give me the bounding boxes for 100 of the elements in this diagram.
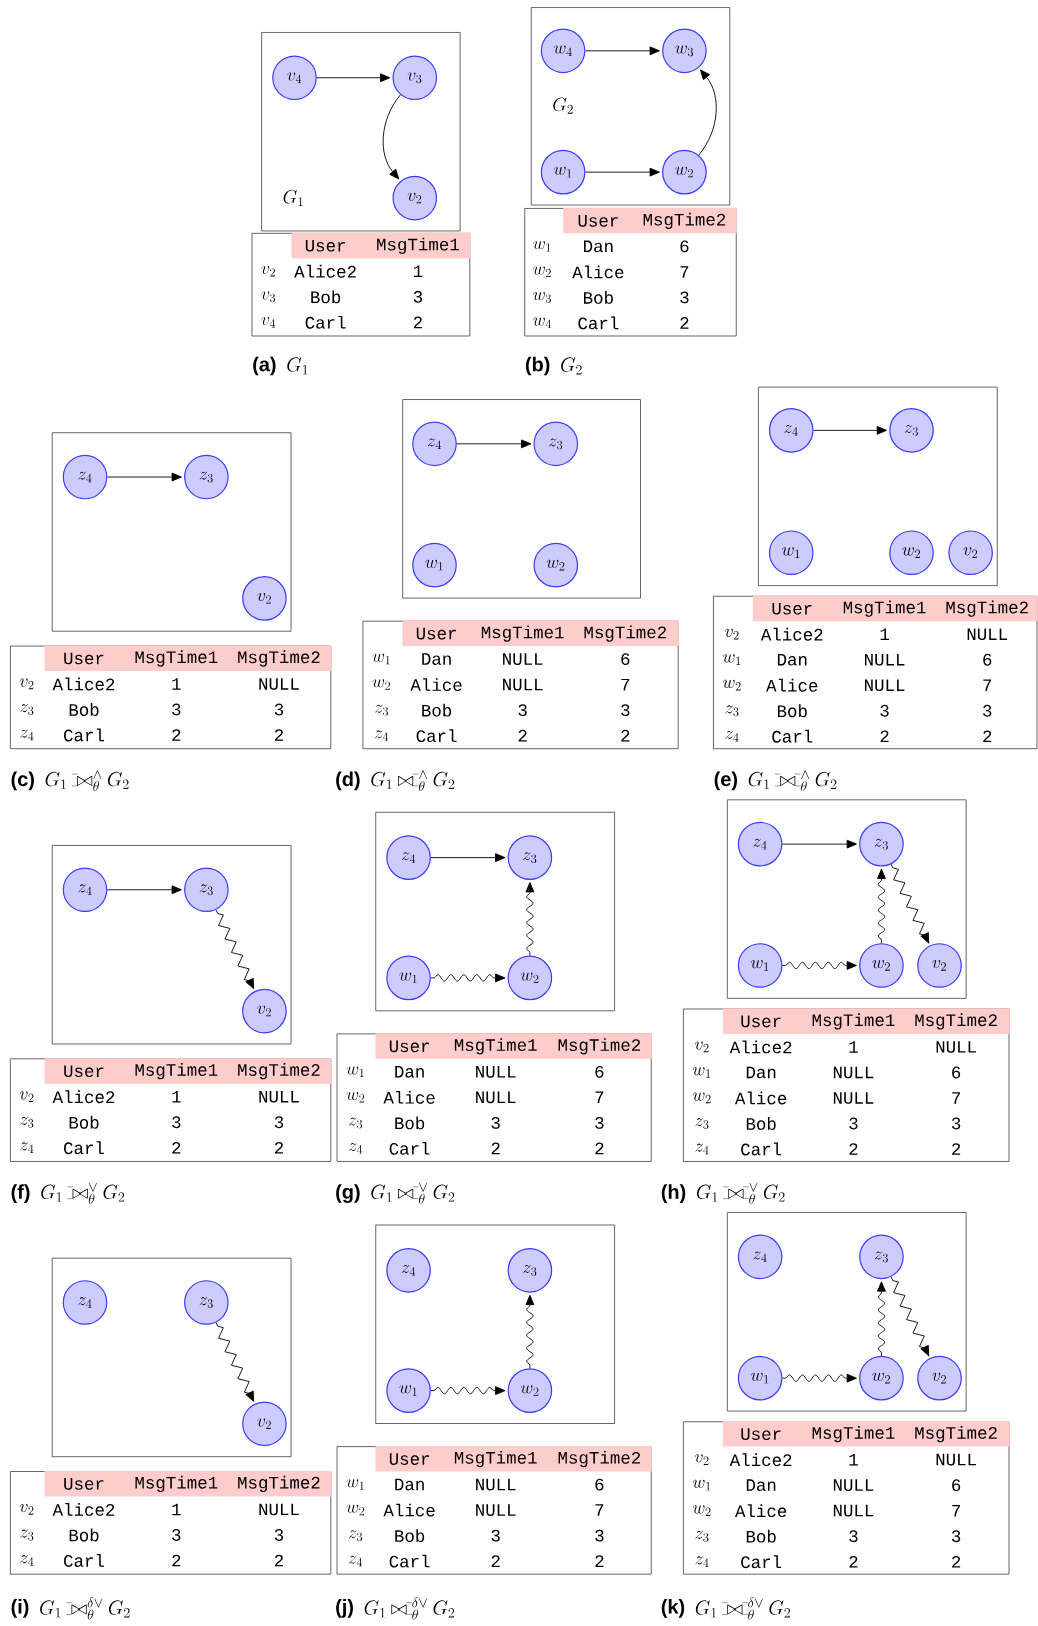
table-cell: 6 bbox=[595, 1065, 604, 1078]
table-cell: NULL bbox=[476, 1066, 516, 1078]
table-cell: NULL bbox=[936, 1041, 976, 1053]
wavy-arrow bbox=[525, 882, 535, 957]
row-label: $w_3$ bbox=[533, 292, 551, 303]
table-cell: 3 bbox=[274, 1116, 284, 1129]
table-cell: 2 bbox=[983, 730, 992, 743]
row-label: $w_4$ bbox=[533, 317, 552, 329]
table-cell: 2 bbox=[880, 730, 889, 743]
table-cell: Carl bbox=[772, 729, 813, 743]
row-label: $v_2$ bbox=[19, 1504, 34, 1515]
table-cell: Carl bbox=[741, 1555, 782, 1569]
table-cell: 7 bbox=[983, 679, 992, 691]
arrow bbox=[106, 885, 182, 895]
table-cell: Alice2 bbox=[294, 264, 356, 278]
table-cell: 7 bbox=[680, 266, 689, 278]
row-label: $z_4$ bbox=[20, 1555, 34, 1566]
table-cell: Alice bbox=[383, 1503, 435, 1517]
table-cell: Dan bbox=[395, 1478, 424, 1491]
row-label: $w_2$ bbox=[346, 1091, 365, 1103]
zigzag-arrow bbox=[215, 1322, 255, 1402]
table-cell: Bob bbox=[69, 703, 99, 716]
table-cell: 2 bbox=[680, 317, 689, 329]
table-header: User MsgTime1 MsgTime2 bbox=[375, 1033, 652, 1059]
table-cell: Alice bbox=[735, 1091, 787, 1105]
table-cell: NULL bbox=[833, 1479, 874, 1492]
table-cell: 7 bbox=[952, 1504, 960, 1517]
table-cell: Alice2 bbox=[52, 1090, 115, 1104]
table-cell: 3 bbox=[413, 290, 423, 303]
arrow bbox=[382, 94, 401, 180]
row-label: $v_3$ bbox=[261, 291, 276, 303]
table-cell: 3 bbox=[172, 1529, 181, 1541]
table-cell: 6 bbox=[595, 1478, 604, 1491]
row-label: $w_1$ bbox=[723, 654, 741, 665]
table-cell: 7 bbox=[595, 1504, 604, 1516]
table-header: User MsgTime1 MsgTime2 bbox=[722, 1008, 1010, 1034]
table-cell: Bob bbox=[746, 1117, 776, 1130]
table-cell: Alice bbox=[735, 1504, 787, 1518]
table-cell: Carl bbox=[389, 1554, 430, 1568]
table-cell: 6 bbox=[952, 1479, 961, 1492]
arrow bbox=[584, 167, 660, 177]
table-header: User MsgTime1 MsgTime2 bbox=[44, 1470, 332, 1497]
table-cell: Alice bbox=[410, 678, 462, 692]
table-cell: 3 bbox=[849, 1117, 858, 1130]
subfigure-caption: (a) $G_1$ bbox=[253, 356, 308, 376]
table-cell: 3 bbox=[595, 1529, 604, 1542]
table-cell: NULL bbox=[503, 653, 543, 665]
table-cell: 6 bbox=[952, 1066, 961, 1079]
table-cell: Dan bbox=[395, 1066, 424, 1078]
subfigure-caption: (i) $G_1 \mathbin{\rule[-.02ex]{.28em}{.4pt}\llap{\rule[1.1ex]{.28em}{.4pt}}\mkern-5.8mu\bowtie}^{\delta\vee}_{\theta} G_2$ bbox=[11, 1597, 130, 1620]
table-cell: 2 bbox=[491, 1142, 500, 1155]
table-cell: 2 bbox=[274, 1554, 283, 1567]
table-cell: NULL bbox=[865, 653, 905, 666]
table-cell: Carl bbox=[389, 1141, 430, 1155]
table-cell: 3 bbox=[595, 1116, 604, 1129]
arrow bbox=[781, 839, 857, 849]
subfigure-caption: (k) $G_1 \mathbin{\rule[-.02ex]{.28em}{.4pt}\llap{\rule[1.1ex]{.28em}{.4pt}}\mkern-5.8mu\bowtie\mkern-5.8mu\rule[-.02ex]{.28em}{.4pt}\llap{\rule[1.1ex]{.28em}{.4pt}}}^{\delta\vee}_{\theta} G_2$ bbox=[661, 1597, 790, 1620]
row-label: $z_3$ bbox=[20, 1116, 34, 1128]
table-header: User MsgTime1 bbox=[291, 232, 471, 259]
table-cell: Bob bbox=[422, 703, 452, 717]
row-label: $z_3$ bbox=[20, 704, 34, 715]
row-label: $w_2$ bbox=[533, 266, 551, 278]
row-label: $w_1$ bbox=[533, 241, 551, 252]
table-cell: 7 bbox=[952, 1092, 960, 1104]
table-cell: 2 bbox=[952, 1555, 961, 1568]
table-cell: Dan bbox=[746, 1066, 776, 1079]
table-cell: 3 bbox=[172, 1116, 181, 1129]
table-header: User MsgTime1 MsgTime2 bbox=[375, 1446, 652, 1472]
table-cell: Alice bbox=[383, 1090, 435, 1104]
table-cell: Carl bbox=[578, 316, 619, 330]
table-header: User MsgTime1 MsgTime2 bbox=[402, 620, 679, 647]
row-label: $z_3$ bbox=[349, 1530, 363, 1542]
table-cell: 1 bbox=[172, 1503, 181, 1516]
subfigure-caption: (e) $G_1 \mathbin{\rule[-.02ex]{.28em}{.4pt}\llap{\rule[1.1ex]{.28em}{.4pt}}\mkern-5.8mu\bowtie\mkern-5.8mu\rule[-.02ex]{.28em}{.4pt}\llap{\rule[1.1ex]{.28em}{.4pt}}}^{\wedge}_{\theta} G_2$ bbox=[714, 770, 837, 791]
row-label: $z_3$ bbox=[374, 704, 388, 716]
graph-frame bbox=[51, 1257, 292, 1458]
table-cell: Alice2 bbox=[729, 1453, 792, 1467]
table-cell: 2 bbox=[413, 316, 422, 329]
table-cell: 2 bbox=[172, 1141, 181, 1154]
arrow bbox=[456, 439, 532, 449]
subfigure-caption: (b) $G_2$ bbox=[525, 356, 582, 376]
table-header: User MsgTime1 MsgTime2 bbox=[722, 1421, 1010, 1447]
table-cell: 2 bbox=[595, 1142, 604, 1155]
table-cell: 3 bbox=[880, 704, 889, 717]
row-label: $z_3$ bbox=[349, 1117, 363, 1129]
table-cell: 3 bbox=[491, 1116, 500, 1129]
table-cell: NULL bbox=[476, 1091, 516, 1104]
table-cell: 2 bbox=[621, 729, 630, 742]
row-label: $z_4$ bbox=[349, 1555, 363, 1567]
table-cell: 2 bbox=[172, 729, 181, 741]
arrow bbox=[316, 73, 391, 83]
graph-frame bbox=[375, 1224, 615, 1424]
table-cell: NULL bbox=[833, 1504, 874, 1517]
arrow bbox=[813, 426, 887, 435]
table-cell: 3 bbox=[621, 704, 630, 717]
row-label: $w_2$ bbox=[692, 1505, 711, 1516]
table-cell: NULL bbox=[967, 628, 1008, 641]
table-cell: Alice bbox=[766, 678, 818, 692]
subfigure-caption: (d) $G_1 \mathbin{\bowtie\mkern-5.8mu\rule[-.02ex]{.28em}{.4pt}\llap{\rule[1.1ex]{.28em}{.4pt}}}^{\wedge}_{\theta} G_2$ bbox=[336, 770, 455, 791]
table-cell: NULL bbox=[259, 1090, 299, 1103]
